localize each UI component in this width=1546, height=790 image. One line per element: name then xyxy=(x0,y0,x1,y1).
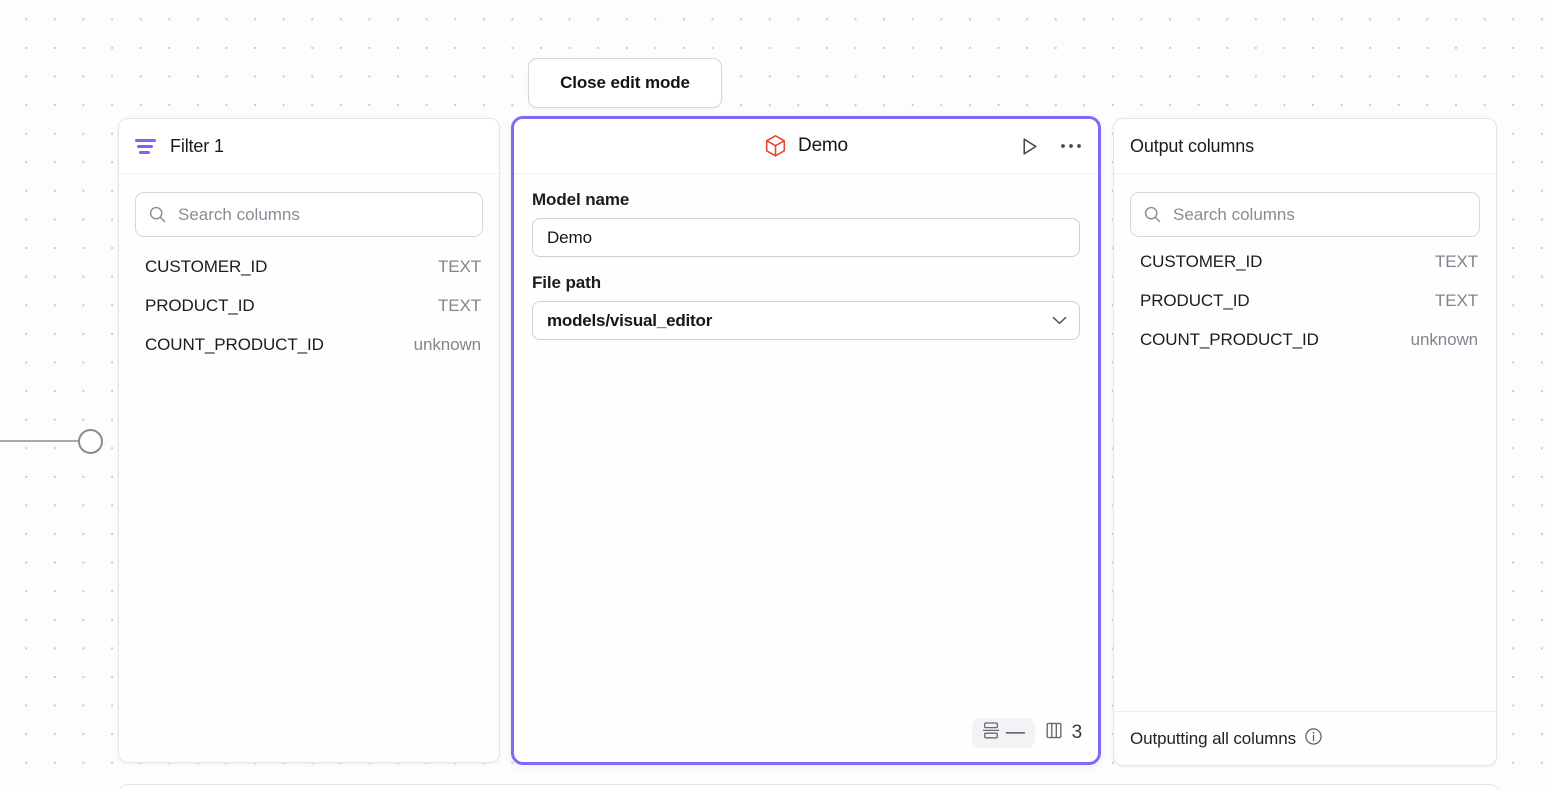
search-icon xyxy=(1143,205,1162,224)
table-row[interactable]: PRODUCT_ID TEXT xyxy=(1130,289,1480,328)
run-button[interactable] xyxy=(1016,133,1042,159)
edge-connector-line xyxy=(0,440,80,442)
output-column-list: CUSTOMER_ID TEXT PRODUCT_ID TEXT COUNT_P… xyxy=(1130,250,1480,367)
filter-search-box[interactable] xyxy=(135,192,483,237)
file-path-value: models/visual_editor xyxy=(547,311,712,331)
table-row[interactable]: PRODUCT_ID TEXT xyxy=(135,294,483,333)
row-count-pill[interactable]: — xyxy=(972,718,1035,748)
output-search-box[interactable] xyxy=(1130,192,1480,237)
output-panel-header: Output columns xyxy=(1114,119,1496,174)
column-count-value: 3 xyxy=(1072,722,1082,744)
model-name-input[interactable] xyxy=(532,218,1080,257)
column-count-group[interactable]: 3 xyxy=(1045,721,1082,745)
filter-icon xyxy=(135,135,157,157)
column-type: unknown xyxy=(1411,330,1478,350)
search-icon xyxy=(148,205,167,224)
output-panel-body: CUSTOMER_ID TEXT PRODUCT_ID TEXT COUNT_P… xyxy=(1114,174,1496,711)
chevron-down-icon xyxy=(1052,312,1067,330)
file-path-select[interactable]: models/visual_editor xyxy=(532,301,1080,340)
column-name: PRODUCT_ID xyxy=(1140,291,1250,311)
columns-icon xyxy=(1045,721,1063,745)
table-row[interactable]: COUNT_PRODUCT_ID unknown xyxy=(135,333,483,372)
table-row[interactable]: COUNT_PRODUCT_ID unknown xyxy=(1130,328,1480,367)
model-name-label: Model name xyxy=(532,190,1080,210)
file-path-label: File path xyxy=(532,273,1080,293)
table-row[interactable]: CUSTOMER_ID TEXT xyxy=(1130,250,1480,289)
column-type: TEXT xyxy=(438,257,481,277)
filter-panel-body: CUSTOMER_ID TEXT PRODUCT_ID TEXT COUNT_P… xyxy=(119,174,499,762)
column-name: COUNT_PRODUCT_ID xyxy=(1140,330,1319,350)
column-type: TEXT xyxy=(1435,291,1478,311)
rows-icon xyxy=(982,721,1000,745)
filter-panel-title: Filter 1 xyxy=(170,136,224,157)
output-columns-panel[interactable]: Output columns CUSTOMER_ID TEXT PRODU xyxy=(1113,118,1497,766)
filter-node-panel[interactable]: Filter 1 CUSTOMER_ID TEXT PRODUCT_ID xyxy=(118,118,500,763)
close-edit-mode-button[interactable]: Close edit mode xyxy=(528,58,722,108)
model-node-panel[interactable]: Demo Model name F xyxy=(511,116,1101,765)
column-name: PRODUCT_ID xyxy=(145,296,255,316)
output-footer: Outputting all columns xyxy=(1114,711,1496,765)
column-name: CUSTOMER_ID xyxy=(145,257,267,277)
outputting-status-text: Outputting all columns xyxy=(1130,729,1296,749)
column-type: TEXT xyxy=(438,296,481,316)
model-panel-title: Demo xyxy=(798,135,848,157)
row-count-value: — xyxy=(1006,722,1025,744)
output-search-input[interactable] xyxy=(1173,205,1467,225)
filter-search-input[interactable] xyxy=(178,205,470,225)
edge-connector-handle[interactable] xyxy=(78,429,103,454)
bottom-node-panel[interactable] xyxy=(118,784,1500,790)
filter-panel-header: Filter 1 xyxy=(119,119,499,174)
model-panel-header: Demo xyxy=(514,119,1098,174)
info-icon[interactable] xyxy=(1304,727,1323,751)
table-row[interactable]: CUSTOMER_ID TEXT xyxy=(135,255,483,294)
cube-icon xyxy=(764,134,787,158)
output-panel-title: Output columns xyxy=(1130,136,1254,157)
model-form: Model name File path models/visual_edito… xyxy=(514,174,1098,340)
more-options-button[interactable] xyxy=(1058,133,1084,159)
model-header-actions xyxy=(1016,119,1084,173)
column-type: unknown xyxy=(414,335,481,355)
column-type: TEXT xyxy=(1435,252,1478,272)
column-name: COUNT_PRODUCT_ID xyxy=(145,335,324,355)
filter-column-list: CUSTOMER_ID TEXT PRODUCT_ID TEXT COUNT_P… xyxy=(135,255,483,372)
model-footer-stats: — 3 xyxy=(514,718,1098,762)
column-name: CUSTOMER_ID xyxy=(1140,252,1262,272)
